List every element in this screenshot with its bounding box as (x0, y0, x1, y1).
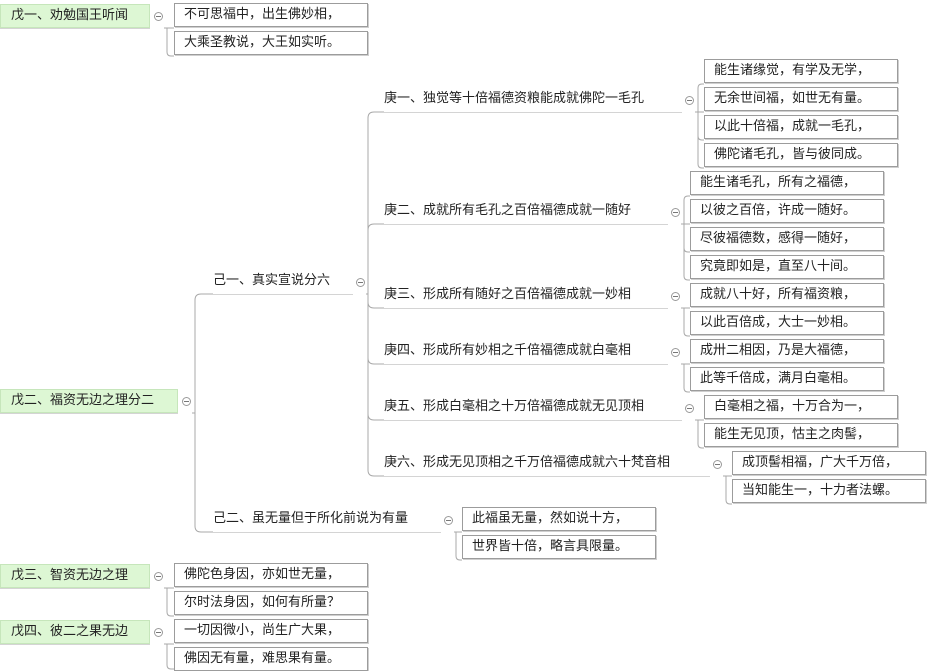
leaf-wu1-2[interactable]: 大乘圣教说，大王如实听。 (174, 31, 368, 55)
leaf-geng1-4[interactable]: 佛陀诸毛孔，皆与彼同成。 (704, 143, 898, 167)
collapse-toggle-icon[interactable] (182, 397, 191, 406)
connector-line (366, 293, 384, 421)
connector-line (695, 111, 704, 141)
connector-line (681, 223, 690, 253)
leaf-geng2-2[interactable]: 以彼之百倍，许成一随好。 (690, 199, 884, 223)
connector-line (366, 293, 384, 477)
collapse-toggle-icon[interactable] (713, 460, 722, 469)
connector-line (695, 111, 704, 169)
connector-line (695, 83, 704, 113)
node-wu1[interactable]: 戊一、劝勉国王听闻 (0, 4, 150, 28)
connector-line (366, 223, 384, 295)
leaf-wu4-1[interactable]: 一切因微小，尚生广大果， (174, 619, 368, 643)
connector-line (681, 307, 690, 337)
leaf-geng1-1[interactable]: 能生诸缘觉，有学及无学， (704, 59, 898, 83)
connector-line (164, 643, 174, 670)
node-ji2[interactable]: 己二、虽无量但于所化前说为有量 (213, 508, 441, 532)
connector-line (192, 412, 213, 533)
leaf-geng3-1[interactable]: 成就八十好，所有福资粮， (690, 283, 884, 307)
leaf-geng1-3[interactable]: 以此十倍福，成就一毛孔， (704, 115, 898, 139)
connector-line (192, 293, 213, 414)
node-wu4[interactable]: 戊四、彼二之果无边 (0, 620, 150, 644)
leaf-ji2-2[interactable]: 世界皆十倍，略言具限量。 (462, 535, 656, 559)
leaf-geng3-2[interactable]: 以此百倍成，大士一妙相。 (690, 311, 884, 335)
node-geng2[interactable]: 庚二、成就所有毛孔之百倍福德成就一随好 (384, 200, 668, 224)
collapse-toggle-icon[interactable] (154, 572, 163, 581)
leaf-geng4-1[interactable]: 成卅二相因，乃是大福德， (690, 339, 884, 363)
node-geng1[interactable]: 庚一、独觉等十倍福德资粮能成就佛陀一毛孔 (384, 88, 682, 112)
connector-line (366, 111, 384, 295)
collapse-toggle-icon[interactable] (154, 12, 163, 21)
collapse-toggle-icon[interactable] (671, 348, 680, 357)
node-wu2[interactable]: 戊二、福资无边之理分二 (0, 389, 178, 413)
connector-line (366, 293, 384, 309)
leaf-geng5-2[interactable]: 能生无见顶，怙主之肉髻， (704, 423, 898, 447)
leaf-ji2-1[interactable]: 此福虽无量，然如说十方， (462, 507, 656, 531)
leaf-wu1-1[interactable]: 不可思福中，出生佛妙相， (174, 3, 368, 27)
leaf-wu4-2[interactable]: 佛因无有量，难思果有量。 (174, 647, 368, 671)
collapse-toggle-icon[interactable] (154, 628, 163, 637)
connector-line (695, 419, 704, 449)
collapse-toggle-icon[interactable] (671, 208, 680, 217)
leaf-geng6-1[interactable]: 成顶髻相福，广大千万倍， (732, 451, 926, 475)
collapse-toggle-icon[interactable] (444, 516, 453, 525)
leaf-geng4-2[interactable]: 此等千倍成，满月白毫相。 (690, 367, 884, 391)
leaf-wu3-2[interactable]: 尔时法身因，如何有所量？ (174, 591, 368, 615)
connector-line (681, 363, 690, 393)
collapse-toggle-icon[interactable] (671, 292, 680, 301)
connector-line (681, 223, 690, 281)
leaf-geng2-1[interactable]: 能生诸毛孔，所有之福德， (690, 171, 884, 195)
connector-line (164, 27, 174, 57)
node-ji1[interactable]: 己一、真实宣说分六 (213, 270, 353, 294)
collapse-toggle-icon[interactable] (685, 404, 694, 413)
leaf-wu3-1[interactable]: 佛陀色身因，亦如世无量， (174, 563, 368, 587)
leaf-geng6-2[interactable]: 当知能生一，十力者法螺。 (732, 479, 926, 503)
collapse-toggle-icon[interactable] (356, 278, 365, 287)
leaf-geng1-2[interactable]: 无余世间福，如世无有量。 (704, 87, 898, 111)
connector-line (454, 531, 462, 561)
node-geng6[interactable]: 庚六、形成无见顶相之千万倍福德成就六十梵音相 (384, 452, 710, 476)
connector-line (723, 475, 732, 505)
node-geng5[interactable]: 庚五、形成白毫相之十万倍福德成就无见顶相 (384, 396, 682, 420)
node-wu3[interactable]: 戊三、智资无边之理 (0, 564, 150, 588)
leaf-geng2-4[interactable]: 究竟即如是，直至八十间。 (690, 255, 884, 279)
node-geng3[interactable]: 庚三、形成所有随好之百倍福德成就一妙相 (384, 284, 668, 308)
leaf-geng5-1[interactable]: 白毫相之福，十万合为一， (704, 395, 898, 419)
connector-line (164, 587, 174, 617)
connector-line (681, 195, 690, 225)
node-geng4[interactable]: 庚四、形成所有妙相之千倍福德成就白毫相 (384, 340, 668, 364)
collapse-toggle-icon[interactable] (685, 96, 694, 105)
leaf-geng2-3[interactable]: 尽彼福德数，感得一随好， (690, 227, 884, 251)
